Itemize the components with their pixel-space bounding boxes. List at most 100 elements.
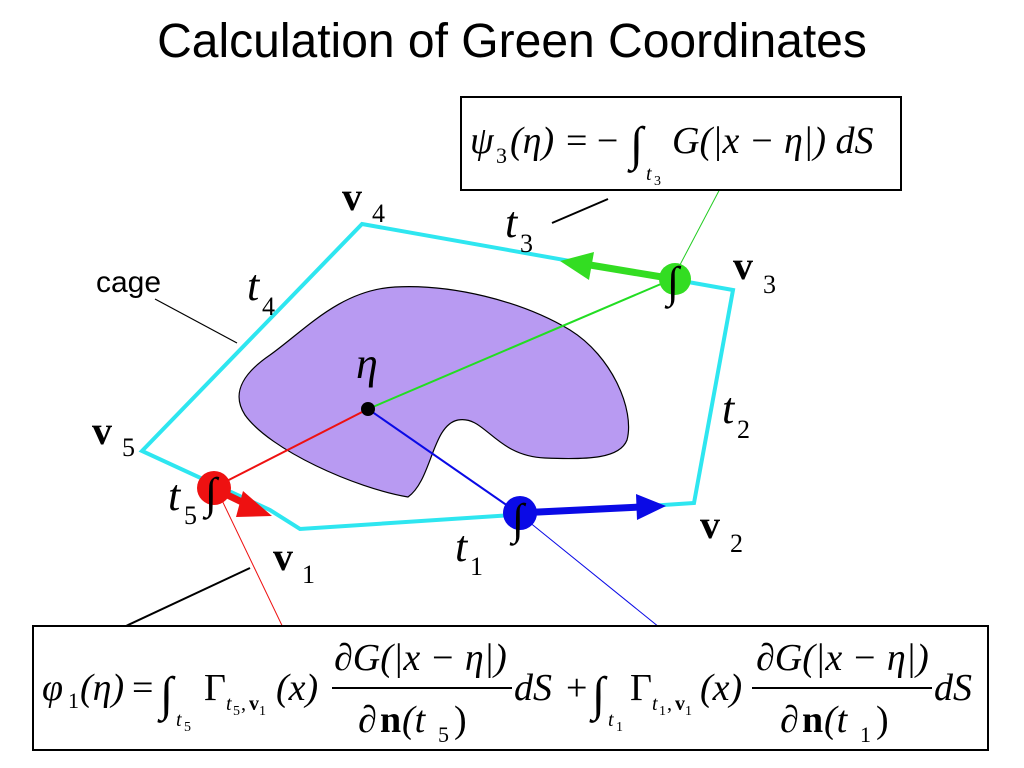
svg-text:): ) (876, 699, 889, 741)
svg-text:4: 4 (262, 292, 275, 321)
eta-to-blue-line (367, 408, 519, 514)
svg-text:∂G(|x − η|): ∂G(|x − η|) (756, 637, 929, 679)
svg-text:t: t (247, 261, 261, 310)
svg-text:v: v (273, 534, 293, 579)
svg-text:+: + (566, 667, 587, 709)
svg-text:dS: dS (514, 667, 552, 709)
svg-text:v: v (342, 174, 362, 219)
svg-text:(t: (t (402, 699, 427, 741)
svg-text:t: t (652, 693, 658, 715)
svg-text:v: v (733, 243, 753, 288)
edge-label-t4: t 4 (247, 261, 275, 321)
svg-text:∫: ∫ (627, 118, 646, 173)
green-integral-sign: ∫ (664, 258, 682, 309)
svg-text:3: 3 (496, 143, 507, 168)
slide-title: Calculation of Green Coordinates (157, 15, 867, 68)
green-normal-arrow (560, 252, 669, 282)
blue-point (503, 496, 537, 530)
svg-text:t: t (176, 709, 182, 731)
svg-text:(x): (x) (276, 667, 318, 709)
svg-text:t: t (455, 522, 469, 571)
edge-label-t3: t 3 (505, 198, 533, 258)
svg-text:1: 1 (685, 704, 692, 719)
svg-text:): ) (454, 699, 467, 741)
formula-psi-box: ψ 3 (η) = − ∫ t 3 G(|x − η|) dS (460, 96, 902, 191)
svg-text:t: t (646, 163, 652, 185)
t3-leader-line (551, 198, 609, 224)
svg-text:t: t (722, 384, 736, 433)
svg-text:5: 5 (438, 722, 449, 747)
svg-text:∫: ∫ (589, 668, 608, 723)
svg-text:Γ: Γ (630, 667, 652, 709)
blue-normal-arrow (517, 494, 666, 520)
edge-label-t5: t 5 (168, 471, 197, 530)
svg-text:3: 3 (763, 270, 776, 299)
svg-text:(x): (x) (700, 667, 742, 709)
svg-text:,: , (241, 693, 246, 715)
svg-text:1: 1 (659, 704, 666, 719)
blue-integral-sign: ∫ (509, 495, 527, 546)
vertex-label-v5: v 5 (92, 408, 135, 462)
vertex-label-v4: v 4 (342, 174, 385, 228)
deformed-shape (238, 286, 630, 498)
vertex-label-v2: v 2 (700, 502, 743, 558)
svg-text:5: 5 (122, 433, 135, 462)
svg-text:t: t (505, 198, 519, 247)
svg-text:v: v (700, 502, 720, 547)
eta-label: η (356, 339, 378, 388)
green-point (659, 263, 691, 295)
svg-text:∂: ∂ (780, 699, 799, 741)
vertex-label-v3: v 3 (733, 243, 776, 299)
svg-text:2: 2 (737, 415, 750, 444)
svg-text:= −: = − (566, 120, 618, 162)
svg-text:(η): (η) (510, 120, 554, 162)
eta-point (361, 402, 375, 416)
svg-text:t: t (168, 471, 182, 520)
svg-text:5: 5 (233, 704, 240, 719)
v1-leader-line (125, 567, 251, 627)
eta-to-green-line (367, 277, 676, 410)
cage-polygon (138, 221, 736, 532)
svg-text:dS: dS (934, 667, 972, 709)
vertex-label-v1: v 1 (273, 534, 315, 589)
svg-text:=: = (132, 667, 153, 709)
svg-text:n: n (802, 699, 823, 741)
svg-text:φ: φ (42, 667, 63, 709)
svg-text:1: 1 (302, 560, 315, 589)
svg-text:G(|x − η|) dS: G(|x − η|) dS (672, 120, 874, 162)
svg-text:v: v (92, 408, 112, 453)
svg-text:Γ: Γ (204, 667, 226, 709)
svg-text:(η): (η) (80, 667, 124, 709)
svg-text:5: 5 (184, 720, 191, 735)
eta-to-red-line (212, 408, 369, 489)
svg-text:1: 1 (68, 688, 79, 713)
svg-text:1: 1 (259, 704, 266, 719)
svg-text:(t: (t (824, 699, 849, 741)
svg-text:1: 1 (616, 720, 623, 735)
cage-leader-line (154, 298, 238, 344)
svg-text:n: n (380, 699, 401, 741)
svg-text:v: v (249, 693, 259, 715)
svg-text:t: t (608, 709, 614, 731)
red-point (197, 471, 231, 505)
cage-label: cage (96, 266, 161, 299)
svg-text:∂G(|x − η|): ∂G(|x − η|) (334, 637, 507, 679)
red-integral-sign: ∫ (202, 469, 220, 520)
svg-text:t: t (226, 693, 232, 715)
svg-text:1: 1 (470, 552, 483, 581)
svg-text:∂: ∂ (358, 699, 377, 741)
svg-text:∫: ∫ (157, 668, 176, 723)
svg-text:4: 4 (372, 199, 385, 228)
svg-text:v: v (675, 693, 685, 715)
svg-text:1: 1 (860, 722, 871, 747)
svg-text:2: 2 (730, 529, 743, 558)
edge-label-t1: t 1 (455, 522, 483, 581)
formula-phi-box: φ 1 (η) = ∫ t 5 Γ t 5 , v 1 (x) ∂G(|x − … (32, 625, 989, 751)
edge-label-t2: t 2 (722, 384, 750, 444)
svg-text:,: , (667, 693, 672, 715)
svg-text:ψ: ψ (470, 120, 495, 162)
svg-text:5: 5 (184, 501, 197, 530)
svg-text:3: 3 (654, 174, 661, 189)
svg-text:3: 3 (520, 229, 533, 258)
